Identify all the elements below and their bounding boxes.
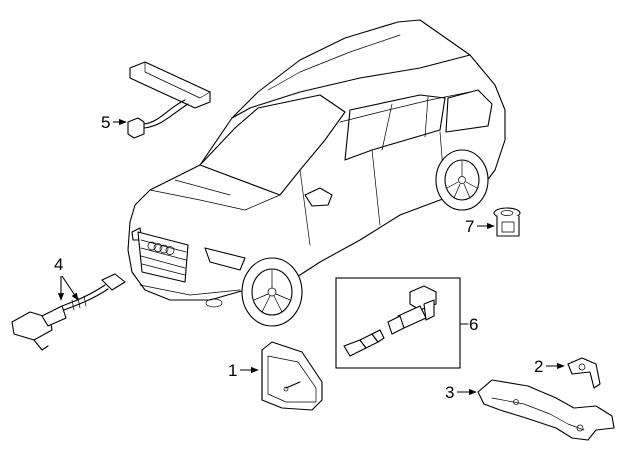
part-1-control-module xyxy=(261,341,323,411)
callout-1: 1 xyxy=(228,361,259,380)
vehicle-illustration xyxy=(127,19,506,327)
callout-4-arrow-b xyxy=(61,275,79,301)
part-3-bracket xyxy=(477,379,615,441)
part-6-group xyxy=(335,277,461,369)
callout-7-label: 7 xyxy=(465,217,474,236)
callout-6: 6 xyxy=(459,315,478,334)
callout-3: 3 xyxy=(445,383,477,402)
callout-7: 7 xyxy=(465,217,495,236)
callout-1-label: 1 xyxy=(228,361,237,380)
part-2-bracket xyxy=(567,357,601,389)
callout-5-label: 5 xyxy=(101,113,110,132)
part-4-wiring-harness xyxy=(11,273,126,351)
part-7-connector xyxy=(493,207,521,237)
callout-4: 4 xyxy=(54,255,79,301)
callout-4-label: 4 xyxy=(54,255,63,274)
callout-5: 5 xyxy=(101,113,127,132)
part-5-sensor-assembly xyxy=(127,61,211,139)
callout-3-label: 3 xyxy=(445,383,454,402)
callout-6-label: 6 xyxy=(469,315,478,334)
callout-2-label: 2 xyxy=(534,357,543,376)
callout-2: 2 xyxy=(534,357,565,376)
